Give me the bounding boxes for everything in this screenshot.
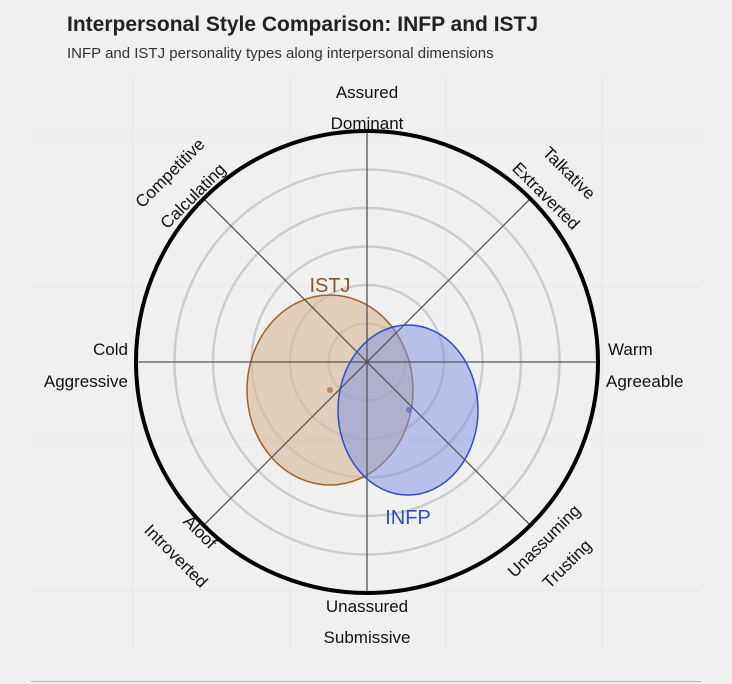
chart-subtitle: INFP and ISTJ personality types along in… [67, 45, 494, 62]
chart-title: Interpersonal Style Comparison: INFP and… [67, 13, 539, 36]
infp-center-point [406, 407, 412, 413]
footer-divider [31, 681, 701, 682]
axis-lines [136, 131, 598, 593]
label-submissive: Submissive [324, 628, 411, 647]
label-warm: Warm [608, 340, 653, 359]
infp-label: INFP [385, 507, 431, 529]
istj-center-point [327, 387, 333, 393]
label-unassured: Unassured [326, 597, 408, 616]
outer-circle [134, 129, 600, 595]
label-aggressive: Aggressive [44, 372, 128, 391]
istj-label: ISTJ [309, 275, 350, 297]
label-aloof: Aloof [179, 512, 220, 553]
label-cold: Cold [93, 340, 128, 359]
label-assured: Assured [336, 83, 398, 102]
label-dominant: Dominant [331, 114, 404, 133]
label-agreeable: Agreeable [606, 372, 684, 391]
